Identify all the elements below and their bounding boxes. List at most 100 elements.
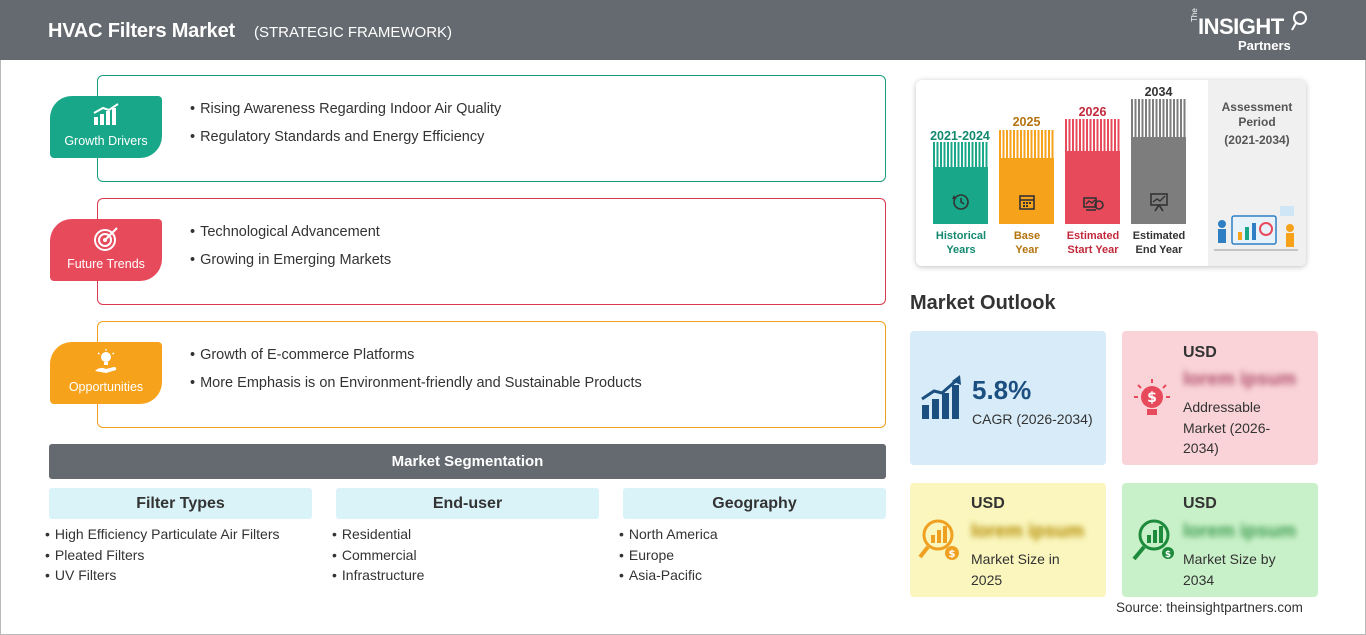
growth-drivers-card: Rising Awareness Regarding Indoor Air Qu… [97,75,886,182]
list-item: Asia-Pacific [619,565,886,586]
market-size-2025-card: USD lorem ipsum $ Market Size in 2025 [910,483,1106,597]
segment-heading: End-user [336,488,599,519]
bar-striped-top [933,142,988,167]
idea-dollar-icon: $ [1134,379,1170,415]
timeline-year-1: 2025 [1012,115,1041,129]
timeline-label-line: Historical [935,230,987,242]
future-trends-tag: Future Trends [50,219,162,281]
currency-label: USD [1183,344,1217,361]
tag-label: Future Trends [67,257,145,271]
page-title: HVAC Filters Market [48,20,235,42]
tag-label: Growth Drivers [64,134,148,148]
list-item: Rising Awareness Regarding Indoor Air Qu… [190,95,501,123]
bar-striped-top [1131,99,1186,137]
future-trends-card: Technological Advancement Growing in Eme… [97,198,886,305]
company-logo[interactable]: The INSIGHT Partners [1186,8,1311,54]
svg-text:$: $ [1147,390,1157,406]
list-item: Commercial [332,545,599,566]
page-subtitle: (STRATEGIC FRAMEWORK) [254,24,453,41]
cagr-label: CAGR (2026-2034) [972,411,1093,427]
market-size-2025-label: Market Size in 2025 [971,551,1060,588]
currency-label: USD [1183,495,1217,512]
growth-drivers-tag: Growth Drivers [50,96,162,158]
segment-heading: Geography [623,488,886,519]
svg-text:$: $ [949,549,956,560]
history-icon [933,192,988,217]
assessment-title-line: Period [1238,115,1276,129]
opportunities-card: Growth of E-commerce Platforms More Emph… [97,321,886,428]
growth-chart-icon [93,103,119,125]
timeline-label-line: Start Year [1067,244,1119,256]
addressable-label: Addressable Market (2026-2034) [1183,399,1271,456]
timeline-label-line: Years [946,244,976,256]
list-item: Infrastructure [332,565,599,586]
timeline-label-line: Year [1015,244,1039,256]
magnifier-chart-icon: $ [1132,519,1174,561]
timeline-label-line: Estimated [1066,230,1120,242]
bar-growth-icon [921,375,961,419]
timeline-label-line: Estimated [1132,230,1186,242]
list-item: Technological Advancement [190,218,391,246]
list-item: Residential [332,524,599,545]
magnifier-chart-icon: $ [918,519,959,560]
logo-insight: INSIGHT [1198,14,1284,39]
assessment-range: (2021-2034) [1224,133,1290,147]
bar-solid-body [999,158,1054,224]
market-outlook-title: Market Outlook [910,292,1056,314]
logo-magnifier-icon [1291,11,1307,31]
segment-geography: Geography North America Europe Asia-Paci… [623,488,886,586]
list-item: UV Filters [45,565,312,586]
segment-filter-types: Filter Types High Efficiency Particulate… [49,488,312,586]
list-item: North America [619,524,886,545]
blurred-value: lorem ipsum [1183,369,1296,390]
bar-solid-body [1065,151,1120,224]
timeline-year-3: 2034 [1144,85,1173,99]
list-item: High Efficiency Particulate Air Filters [45,524,312,545]
bar-solid-body [1131,137,1186,224]
assessment-title: Assessment Period [1208,100,1306,130]
segment-end-user: End-user Residential Commercial Infrastr… [336,488,599,586]
blurred-value: lorem ipsum [1183,521,1296,542]
opportunities-tag: Opportunities [50,342,162,404]
bar-striped-top [999,130,1054,158]
timeline-bar-3 [1131,99,1186,224]
timeline-year-0: 2021-2024 [930,129,990,143]
list-item: Europe [619,545,886,566]
timeline-year-2: 2026 [1078,105,1107,119]
presentation-icon [1131,192,1186,217]
market-size-2034-label: Market Size by 2034 [1183,551,1276,588]
bar-striped-top [1065,119,1120,151]
lightbulb-hand-icon [95,349,117,373]
list-item: More Emphasis is on Environment-friendly… [190,369,642,397]
blurred-value: lorem ipsum [971,521,1084,542]
segment-heading: Filter Types [49,488,312,519]
tag-label: Opportunities [68,380,144,394]
list-item: Growth of E-commerce Platforms [190,341,642,369]
cagr-value: 5.8% [972,375,1032,405]
market-segmentation-bar: Market Segmentation [49,444,886,479]
source-credit: Source: theinsightpartners.com [1116,600,1303,615]
timeline-label-line: Base [1013,230,1041,242]
logo-partners: Partners [1238,38,1291,53]
cagr-card: 5.8% CAGR (2026-2034) [910,331,1106,465]
analytics-people-icon [1214,206,1298,251]
currency-label: USD [971,495,1005,512]
addressable-market-card: USD lorem ipsum $ Addressable Market (20… [1122,331,1318,465]
timeline-bar-2 [1065,119,1120,224]
timeline-bar-0 [933,142,988,224]
calendar-icon [999,192,1054,217]
timeline-bar-1 [999,130,1054,224]
list-item: Growing in Emerging Markets [190,246,391,274]
list-item: Regulatory Standards and Energy Efficien… [190,123,501,151]
svg-text:$: $ [1165,550,1171,560]
header-bar: HVAC Filters Market (STRATEGIC FRAMEWORK… [0,0,1366,60]
target-icon [94,227,118,251]
market-size-2034-card: USD lorem ipsum $ Market Size by 2034 [1122,483,1318,597]
timeline-label-line: End Year [1135,244,1183,256]
forecast-icon [1065,192,1120,217]
assessment-title-line: Assessment [1221,100,1293,114]
